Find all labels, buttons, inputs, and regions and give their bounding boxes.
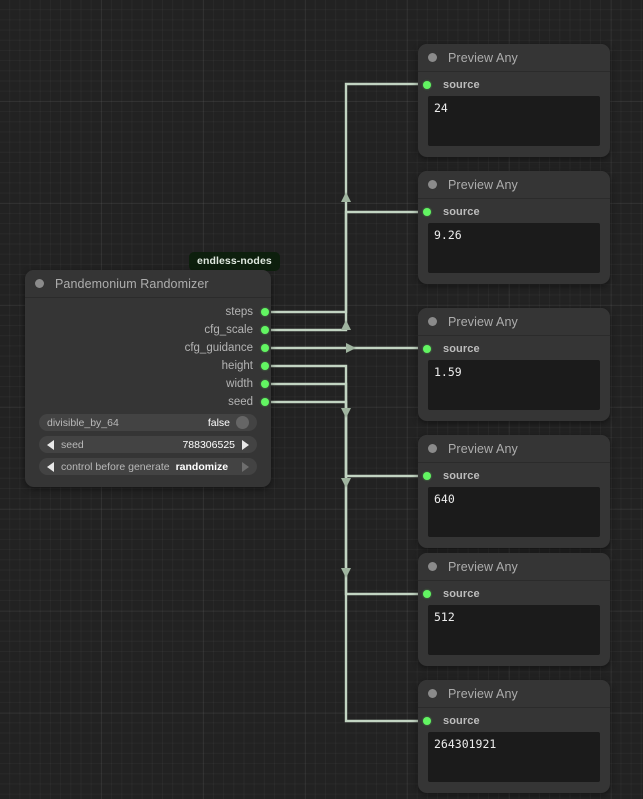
output-label-width: width (226, 378, 253, 390)
output-slot-cfg-guidance[interactable]: cfg_guidance (25, 340, 271, 356)
arrow-right-cfg-guidance (346, 343, 356, 353)
slot-dot-steps[interactable] (261, 308, 269, 316)
slot-dot-height[interactable] (261, 362, 269, 370)
node-preview-any-3[interactable]: Preview Any source 1.59 (418, 308, 610, 421)
output-slot-steps[interactable]: steps (25, 304, 271, 320)
slot-dot-seed[interactable] (261, 398, 269, 406)
arrow-down-width (341, 478, 351, 488)
node-header[interactable]: Preview Any (418, 308, 610, 336)
link-steps (268, 82, 424, 314)
node-pandemonium-randomizer[interactable]: Pandemonium Randomizer steps cfg_scale c… (25, 270, 271, 487)
node-preview-any-5[interactable]: Preview Any source 512 (418, 553, 610, 666)
input-label-source: source (443, 78, 480, 91)
input-slot-source[interactable]: source (418, 336, 610, 361)
node-pack-badge: endless-nodes (189, 252, 280, 271)
preview-value-textarea[interactable]: 24 (428, 96, 600, 146)
collapse-dot-icon[interactable] (428, 180, 437, 189)
slot-dot-source[interactable] (423, 471, 431, 480)
node-title: Pandemonium Randomizer (55, 276, 209, 291)
arrow-up-steps (341, 192, 351, 202)
input-slot-source[interactable]: source (418, 463, 610, 488)
node-header[interactable]: Preview Any (418, 680, 610, 708)
input-label-source: source (443, 587, 480, 600)
widget-seed[interactable]: seed 788306525 (39, 436, 257, 453)
preview-value-textarea[interactable]: 9.26 (428, 223, 600, 273)
widget-label-seed: seed (61, 438, 84, 451)
output-label-steps: steps (225, 306, 254, 318)
widget-value-divisible-by-64: false (207, 416, 230, 429)
slot-dot-source[interactable] (423, 207, 431, 216)
arrow-right-icon[interactable] (242, 439, 249, 450)
slot-dot-cfg-scale[interactable] (261, 326, 269, 334)
widget-value-control-before-generate[interactable]: randomize (175, 460, 229, 473)
node-title: Preview Any (448, 314, 518, 329)
slot-dot-source[interactable] (423, 344, 431, 353)
widget-label-control-before-generate: control before generate (61, 460, 170, 473)
input-label-source: source (443, 469, 480, 482)
arrow-down-height (341, 408, 351, 418)
output-label-cfg-scale: cfg_scale (204, 324, 253, 336)
preview-value-textarea[interactable]: 640 (428, 487, 600, 537)
widget-control-before-generate[interactable]: control before generate randomize (39, 458, 257, 475)
slot-dot-cfg-guidance[interactable] (261, 344, 269, 352)
input-slot-source[interactable]: source (418, 72, 610, 97)
widget-label-divisible-by-64: divisible_by_64 (47, 416, 119, 429)
collapse-dot-icon[interactable] (428, 53, 437, 62)
node-title: Preview Any (448, 441, 518, 456)
input-slot-source[interactable]: source (418, 581, 610, 606)
output-label-cfg-guidance: cfg_guidance (184, 342, 253, 354)
slot-dot-source[interactable] (423, 80, 431, 89)
output-slot-width[interactable]: width (25, 376, 271, 392)
output-slot-cfg-scale[interactable]: cfg_scale (25, 322, 271, 338)
node-title: Preview Any (448, 686, 518, 701)
arrow-left-icon[interactable] (47, 461, 54, 472)
node-header[interactable]: Preview Any (418, 171, 610, 199)
arrow-up-cfg-scale (341, 320, 351, 330)
collapse-dot-icon[interactable] (35, 279, 44, 288)
collapse-dot-icon[interactable] (428, 689, 437, 698)
widget-value-seed[interactable]: 788306525 (182, 438, 235, 451)
arrow-down-seed (341, 568, 351, 578)
node-preview-any-4[interactable]: Preview Any source 640 (418, 435, 610, 548)
node-header[interactable]: Preview Any (418, 44, 610, 72)
arrow-right-icon[interactable] (242, 461, 249, 472)
toggle-knob-icon[interactable] (236, 416, 249, 429)
slot-dot-source[interactable] (423, 589, 431, 598)
preview-value-textarea[interactable]: 1.59 (428, 360, 600, 410)
node-preview-any-6[interactable]: Preview Any source 264301921 (418, 680, 610, 793)
link-height (268, 364, 424, 478)
link-cfg-scale (268, 210, 424, 332)
input-slot-source[interactable]: source (418, 708, 610, 733)
link-width (268, 382, 424, 596)
output-slot-seed[interactable]: seed (25, 394, 271, 410)
output-slot-height[interactable]: height (25, 358, 271, 374)
link-direction-arrows (341, 192, 356, 578)
input-label-source: source (443, 342, 480, 355)
output-label-seed: seed (228, 396, 253, 408)
node-title: Preview Any (448, 559, 518, 574)
node-header[interactable]: Pandemonium Randomizer (25, 270, 271, 298)
widget-divisible-by-64[interactable]: divisible_by_64 false (39, 414, 257, 431)
slot-dot-source[interactable] (423, 716, 431, 725)
node-title: Preview Any (448, 177, 518, 192)
input-slot-source[interactable]: source (418, 199, 610, 224)
preview-value-textarea[interactable]: 512 (428, 605, 600, 655)
node-header[interactable]: Preview Any (418, 435, 610, 463)
node-title: Preview Any (448, 50, 518, 65)
output-label-height: height (221, 360, 253, 372)
link-seed (268, 400, 424, 723)
node-preview-any-2[interactable]: Preview Any source 9.26 (418, 171, 610, 284)
collapse-dot-icon[interactable] (428, 317, 437, 326)
collapse-dot-icon[interactable] (428, 444, 437, 453)
input-label-source: source (443, 205, 480, 218)
input-label-source: source (443, 714, 480, 727)
node-header[interactable]: Preview Any (418, 553, 610, 581)
preview-value-textarea[interactable]: 264301921 (428, 732, 600, 782)
arrow-left-icon[interactable] (47, 439, 54, 450)
slot-dot-width[interactable] (261, 380, 269, 388)
collapse-dot-icon[interactable] (428, 562, 437, 571)
node-preview-any-1[interactable]: Preview Any source 24 (418, 44, 610, 157)
